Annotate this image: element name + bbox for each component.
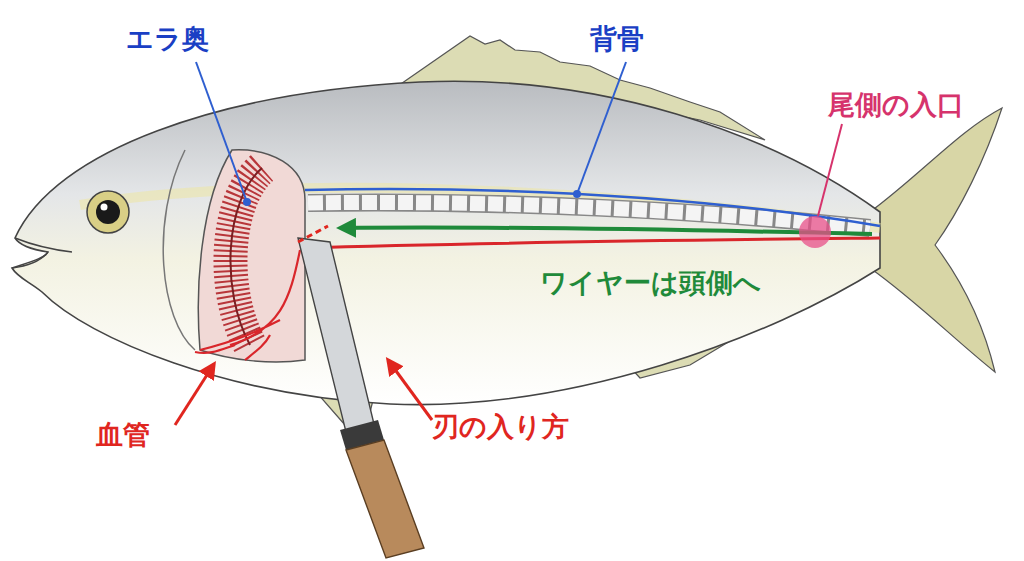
part-label: 刃の入り方 bbox=[432, 410, 569, 444]
eye-highlight bbox=[101, 204, 108, 211]
tail-entry-point bbox=[799, 216, 831, 248]
leader-line bbox=[818, 124, 842, 216]
fish-body bbox=[12, 81, 880, 404]
leader-arrow bbox=[388, 360, 432, 420]
knife-blade bbox=[298, 238, 374, 432]
leader-arrow bbox=[175, 364, 214, 425]
spine-line bbox=[305, 189, 880, 226]
leader-dot bbox=[243, 198, 251, 206]
part-label: 尾側の入口 bbox=[828, 88, 964, 122]
gill-filaments bbox=[230, 168, 262, 345]
gill-cavity bbox=[198, 150, 305, 362]
lateral-stripe bbox=[80, 188, 880, 228]
gill-cover bbox=[163, 150, 195, 350]
leader-dot bbox=[573, 190, 581, 198]
part-label: エラ奥 bbox=[126, 22, 209, 56]
spine-outline bbox=[308, 202, 870, 228]
eye bbox=[87, 191, 129, 233]
mouth bbox=[12, 238, 72, 268]
wire-arrow bbox=[340, 227, 872, 234]
direction-label: ワイヤーは頭側へ bbox=[540, 266, 761, 300]
gill-vessels bbox=[195, 250, 300, 360]
leader-line bbox=[196, 62, 247, 202]
knife-handle bbox=[346, 440, 424, 558]
pupil bbox=[96, 200, 120, 224]
cut-line bbox=[298, 226, 328, 242]
part-label: 背骨 bbox=[590, 22, 644, 56]
blood-vessel-line bbox=[300, 238, 880, 248]
vertebrae bbox=[308, 202, 870, 228]
tail-fin bbox=[870, 108, 1002, 372]
gill-arch bbox=[230, 168, 262, 345]
leader-line bbox=[577, 62, 626, 194]
part-label: 血管 bbox=[96, 418, 150, 452]
